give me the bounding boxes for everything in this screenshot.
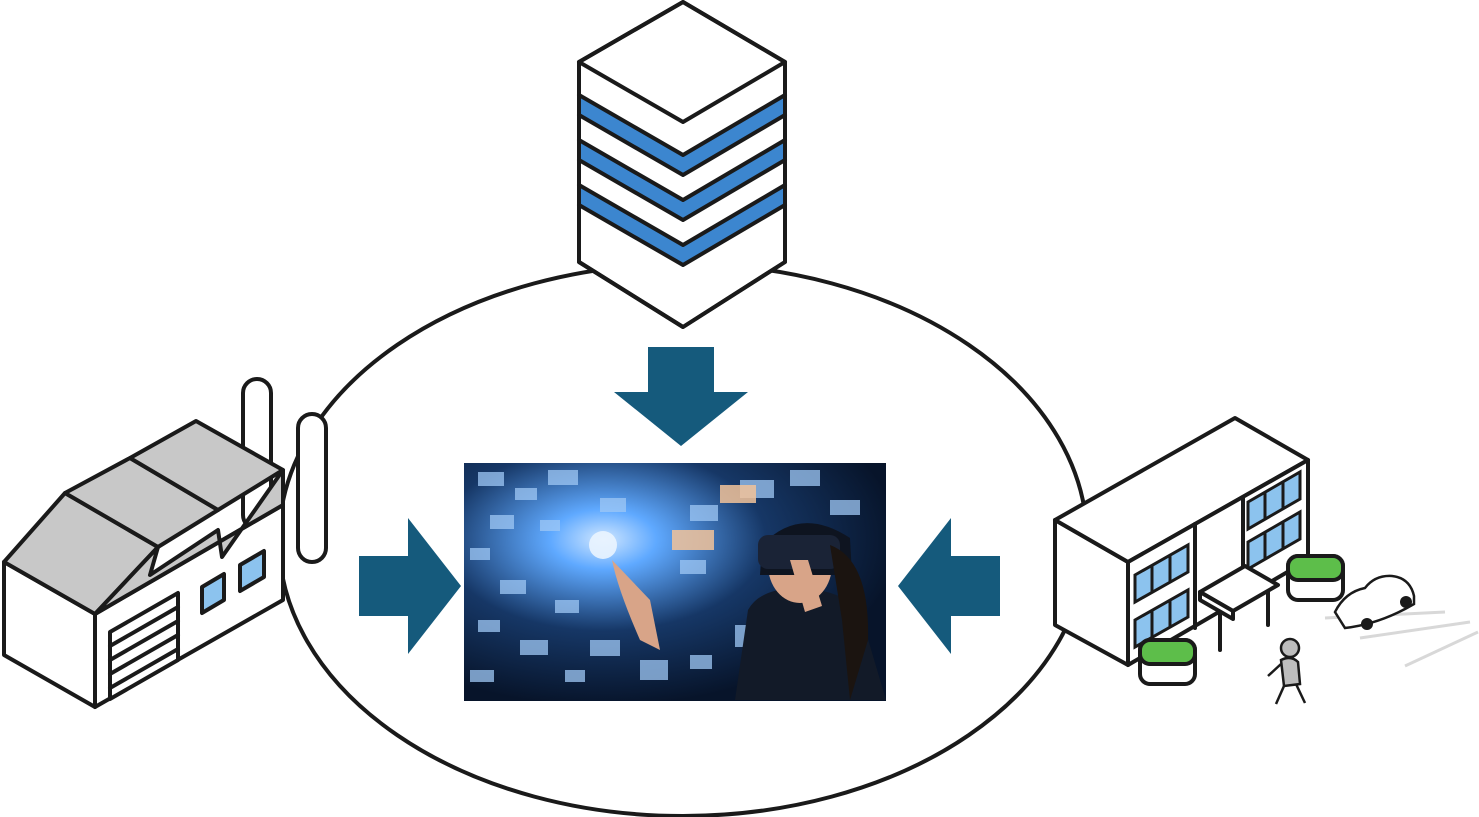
server-stack-icon xyxy=(577,0,787,329)
server-stripe-1 xyxy=(579,95,785,175)
factory-window-2 xyxy=(238,549,266,593)
factory-icon xyxy=(2,377,328,709)
factory-window-1 xyxy=(200,572,226,615)
arrow-left-from-building xyxy=(898,518,1000,654)
arrow-down-from-server xyxy=(614,347,748,446)
arrow-right-from-factory xyxy=(359,518,461,654)
server-stripe-2 xyxy=(579,140,785,220)
office-building-icon xyxy=(1053,416,1479,705)
car-icon xyxy=(1333,574,1416,630)
vr-headset-photo-icon xyxy=(464,463,886,701)
walking-person-icon xyxy=(1267,637,1307,705)
server-stripe-3 xyxy=(579,185,785,265)
